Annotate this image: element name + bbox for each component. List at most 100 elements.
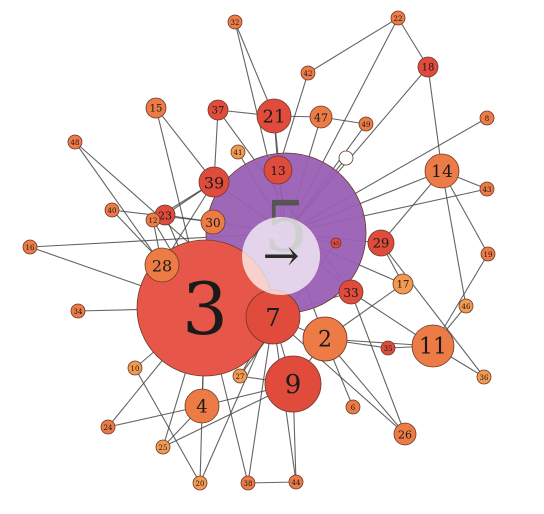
node-circle bbox=[155, 439, 171, 455]
node-15: 15 bbox=[145, 97, 167, 119]
node-25: 25 bbox=[155, 439, 171, 455]
node-35: 35 bbox=[380, 340, 396, 356]
node-circle bbox=[184, 388, 220, 424]
node-circle bbox=[207, 99, 229, 121]
node-circle bbox=[300, 65, 316, 81]
node-circle bbox=[227, 14, 243, 30]
node-circle bbox=[380, 340, 396, 356]
node-label: 43 bbox=[483, 186, 492, 194]
node-22: 22 bbox=[390, 10, 406, 26]
node-label: 4 bbox=[196, 397, 207, 418]
node-11: 11 bbox=[411, 324, 455, 368]
node-label: 8 bbox=[485, 115, 489, 123]
edge-14-46 bbox=[441, 170, 467, 307]
node-label: 27 bbox=[236, 373, 245, 381]
node-label: 20 bbox=[196, 480, 205, 488]
node-label: 11 bbox=[419, 335, 447, 360]
node-circle bbox=[230, 144, 246, 160]
node-circle bbox=[70, 303, 86, 319]
node-label: 37 bbox=[212, 106, 225, 117]
play-button[interactable]: → bbox=[242, 217, 320, 295]
node-28: 28 bbox=[144, 247, 180, 283]
node-circle bbox=[424, 153, 460, 189]
node-label: 39 bbox=[204, 174, 224, 193]
node-circle bbox=[480, 246, 496, 262]
node-8: 8 bbox=[479, 110, 495, 126]
node-label: 35 bbox=[384, 345, 393, 353]
node-label: 21 bbox=[263, 107, 286, 128]
node-circle bbox=[104, 202, 120, 218]
node-circle bbox=[200, 209, 226, 235]
node-label: 19 bbox=[484, 251, 493, 259]
node-12: 12 bbox=[145, 212, 161, 228]
edge-22-42 bbox=[307, 17, 399, 74]
node-label: 12 bbox=[149, 217, 158, 225]
node-label: 36 bbox=[480, 374, 489, 382]
node-27: 27 bbox=[232, 368, 248, 384]
node-9: 9 bbox=[264, 355, 322, 413]
node-circle bbox=[240, 475, 256, 491]
node-label: 32 bbox=[231, 19, 240, 27]
node-label: 24 bbox=[104, 424, 113, 432]
node-circle bbox=[232, 368, 248, 384]
node-circle bbox=[330, 237, 342, 249]
node-label: 41 bbox=[234, 149, 243, 157]
node-circle bbox=[288, 474, 304, 490]
node-label: 23 bbox=[158, 210, 172, 223]
node-label: 47 bbox=[314, 112, 328, 125]
node-29: 29 bbox=[367, 229, 395, 257]
node-label: 3 bbox=[182, 267, 228, 351]
node-circle bbox=[22, 239, 38, 255]
node-24: 24 bbox=[100, 419, 116, 435]
node-label: 10 bbox=[131, 365, 140, 373]
node-7: 7 bbox=[245, 289, 301, 345]
node-18: 18 bbox=[417, 56, 439, 78]
node-14: 14 bbox=[424, 153, 460, 189]
node-41: 41 bbox=[230, 144, 246, 160]
node-label: 25 bbox=[159, 444, 168, 452]
node-label: 28 bbox=[152, 257, 172, 276]
node-circle bbox=[417, 56, 439, 78]
node-38: 38 bbox=[240, 475, 256, 491]
node-circle bbox=[390, 10, 406, 26]
node-circle bbox=[100, 419, 116, 435]
node-37: 37 bbox=[207, 99, 229, 121]
node-4: 4 bbox=[184, 388, 220, 424]
edge-39-15 bbox=[155, 107, 215, 183]
edge-18-14 bbox=[427, 66, 443, 172]
node-label: 34 bbox=[74, 308, 83, 316]
node-6: 6 bbox=[345, 399, 361, 415]
node-label: 49 bbox=[362, 121, 371, 129]
node-13: 13 bbox=[263, 155, 293, 185]
node-46: 46 bbox=[458, 298, 474, 314]
node-label: 45 bbox=[333, 241, 339, 247]
node-circle bbox=[476, 369, 492, 385]
node-48: 48 bbox=[67, 134, 83, 150]
node-40: 40 bbox=[104, 202, 120, 218]
node-circle bbox=[145, 212, 161, 228]
node-label: 33 bbox=[343, 286, 358, 300]
edge-38-44 bbox=[247, 481, 297, 484]
node-circle bbox=[367, 229, 395, 257]
node-label: 18 bbox=[422, 63, 435, 74]
node-label: 48 bbox=[71, 139, 80, 147]
node-42: 42 bbox=[300, 65, 316, 81]
node-circle bbox=[393, 422, 417, 446]
node-circle bbox=[263, 155, 293, 185]
node-circle bbox=[192, 475, 208, 491]
node-label: 14 bbox=[431, 162, 453, 182]
node-label: 7 bbox=[265, 304, 280, 332]
edge-29-36 bbox=[380, 242, 485, 378]
node-20: 20 bbox=[192, 475, 208, 491]
node-36: 36 bbox=[476, 369, 492, 385]
node-label: 6 bbox=[351, 404, 356, 412]
node-unlabeled bbox=[338, 150, 354, 166]
node-circle bbox=[479, 181, 495, 197]
node-circle bbox=[458, 298, 474, 314]
node-49: 49 bbox=[358, 116, 374, 132]
node-label: 22 bbox=[394, 15, 403, 23]
node-47: 47 bbox=[309, 105, 333, 129]
node-label: 9 bbox=[285, 370, 302, 400]
node-17: 17 bbox=[392, 273, 414, 295]
